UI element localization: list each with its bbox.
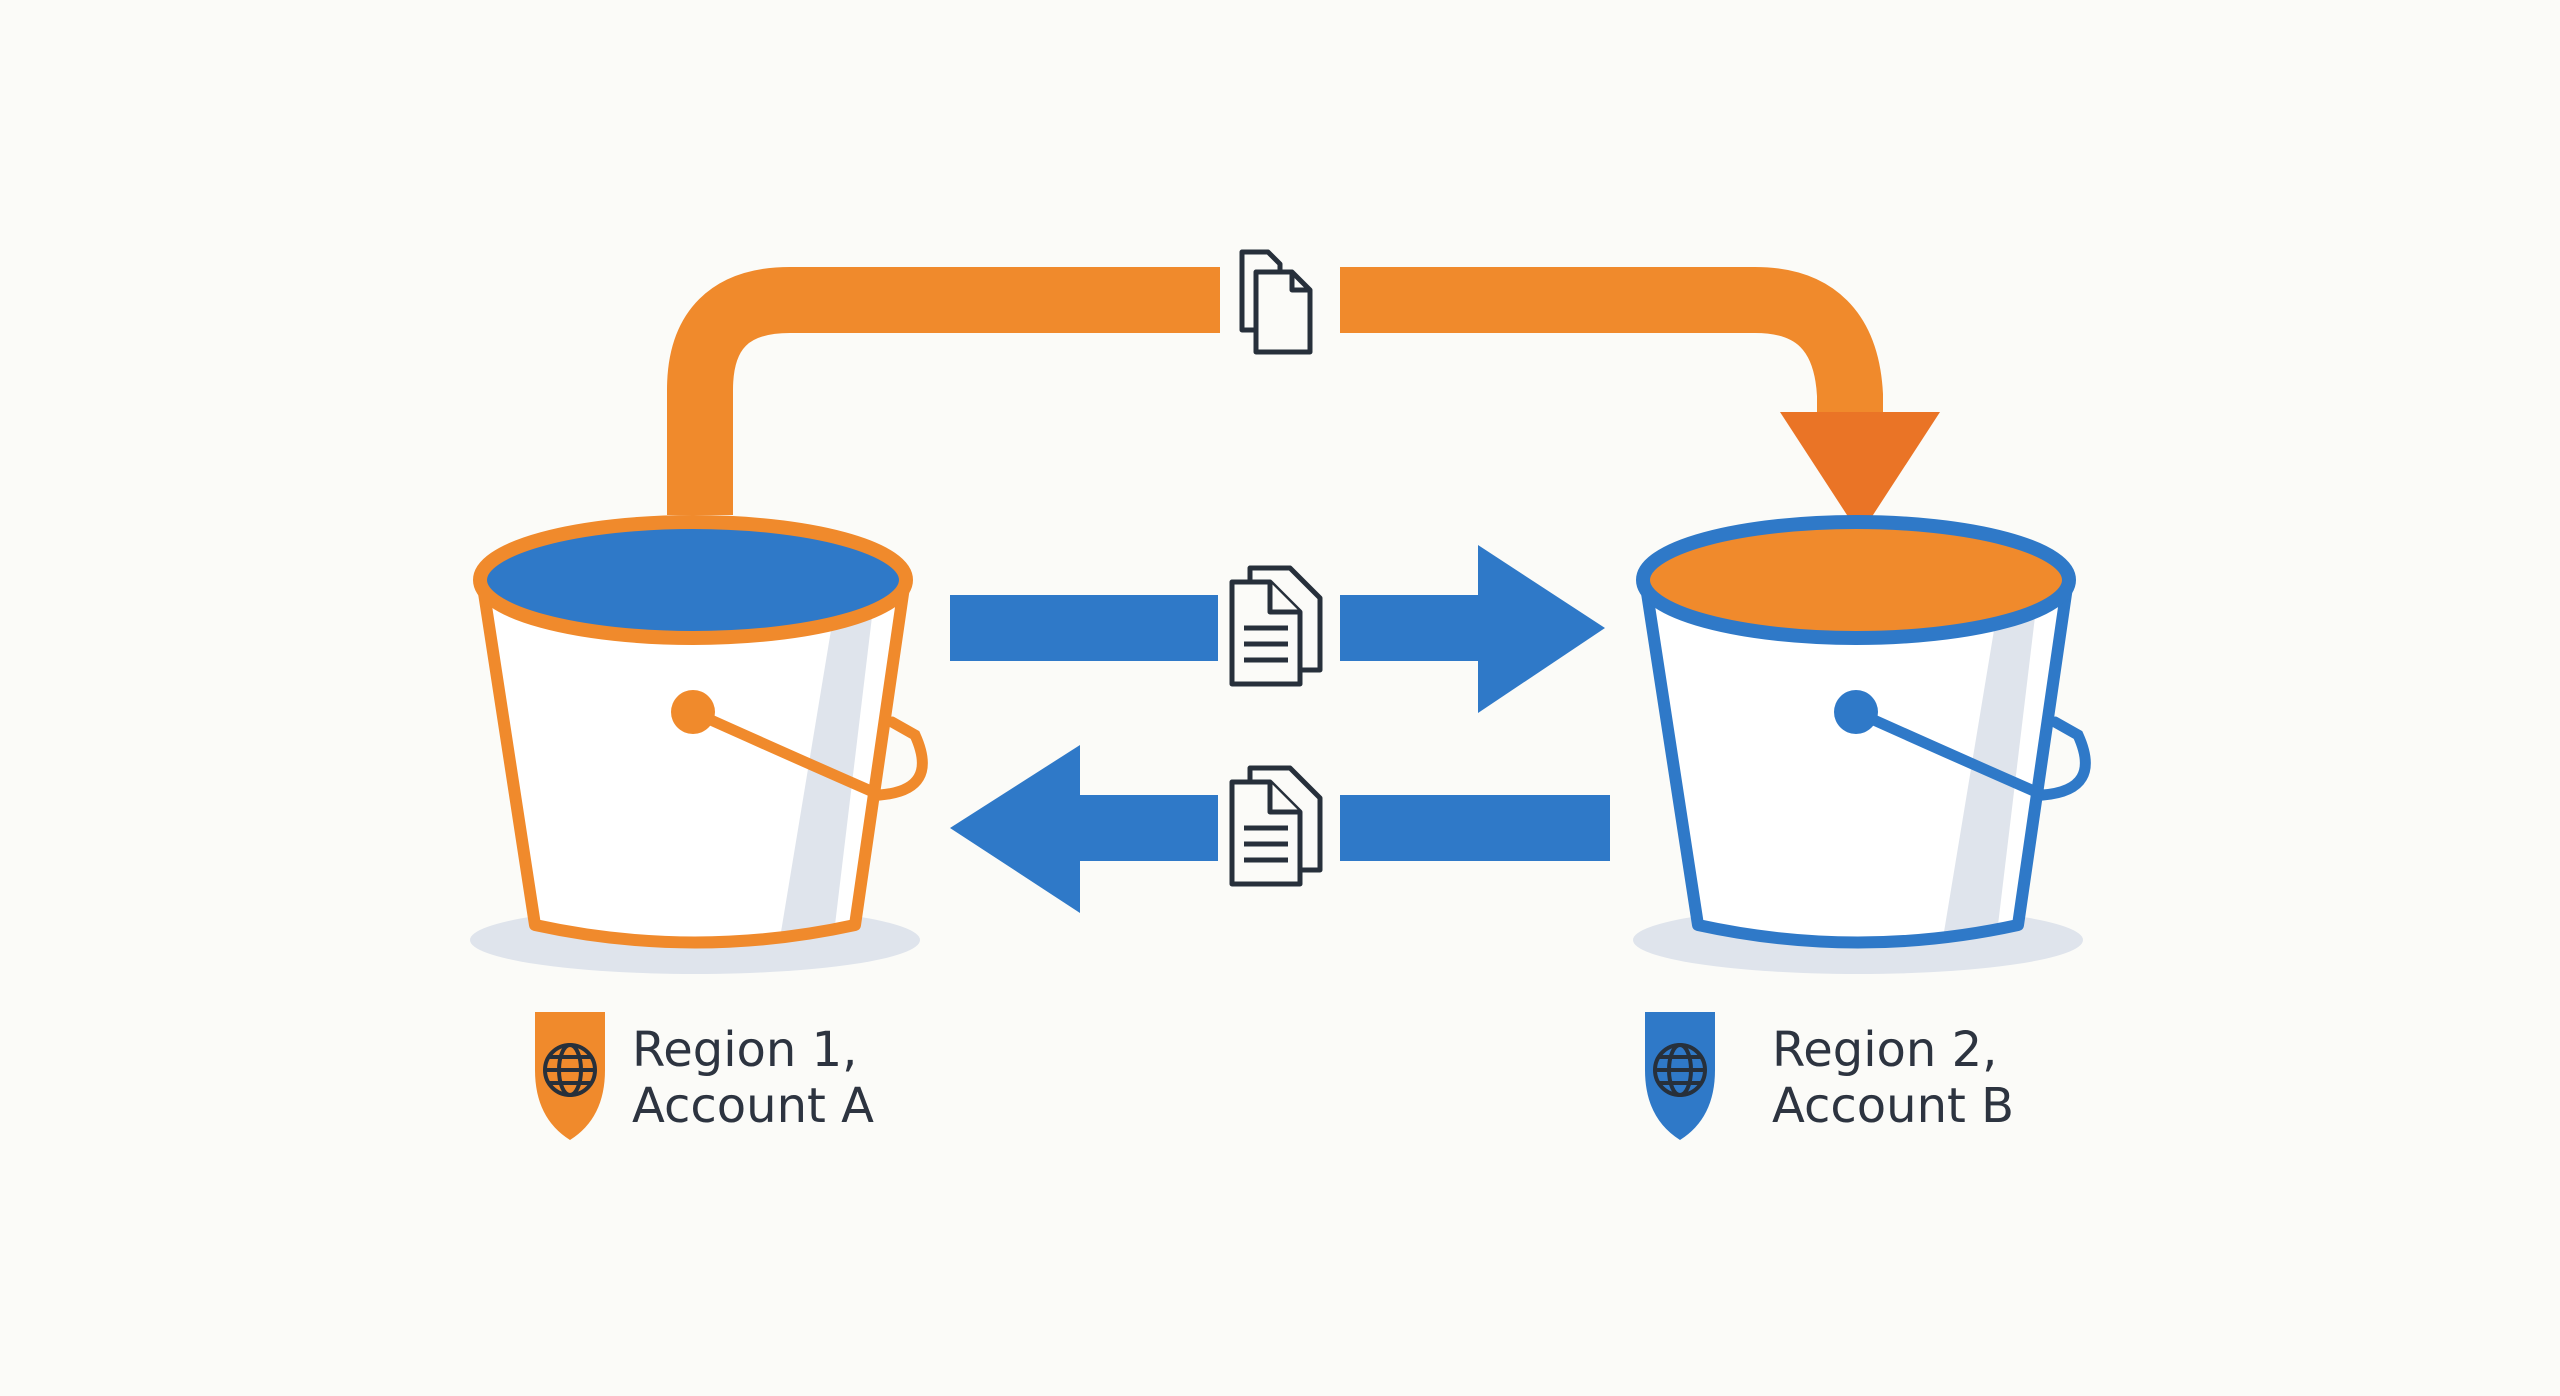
globe-icon [1645, 1012, 1715, 1140]
globe-icon [535, 1012, 605, 1140]
documents-lines-icon [1229, 565, 1323, 687]
destination-label-line1: Region 2, [1772, 1022, 1997, 1078]
source-bucket [470, 515, 928, 974]
bucket-handle [1850, 706, 2091, 801]
sync-arrow-backward [950, 745, 1610, 913]
documents-icon [1239, 249, 1313, 355]
source-label-line2: Account A [632, 1078, 874, 1134]
destination-label: Region 2, Account B [1645, 1012, 2014, 1140]
source-label-line1: Region 1, [632, 1022, 857, 1078]
bucket-handle [687, 706, 928, 801]
source-label: Region 1, Account A [535, 1012, 874, 1140]
destination-label-line2: Account B [1772, 1078, 2014, 1134]
sync-arrow-forward [950, 545, 1605, 713]
destination-bucket [1633, 515, 2091, 974]
replication-arrow-curved [667, 240, 1940, 535]
documents-lines-icon [1229, 765, 1323, 887]
